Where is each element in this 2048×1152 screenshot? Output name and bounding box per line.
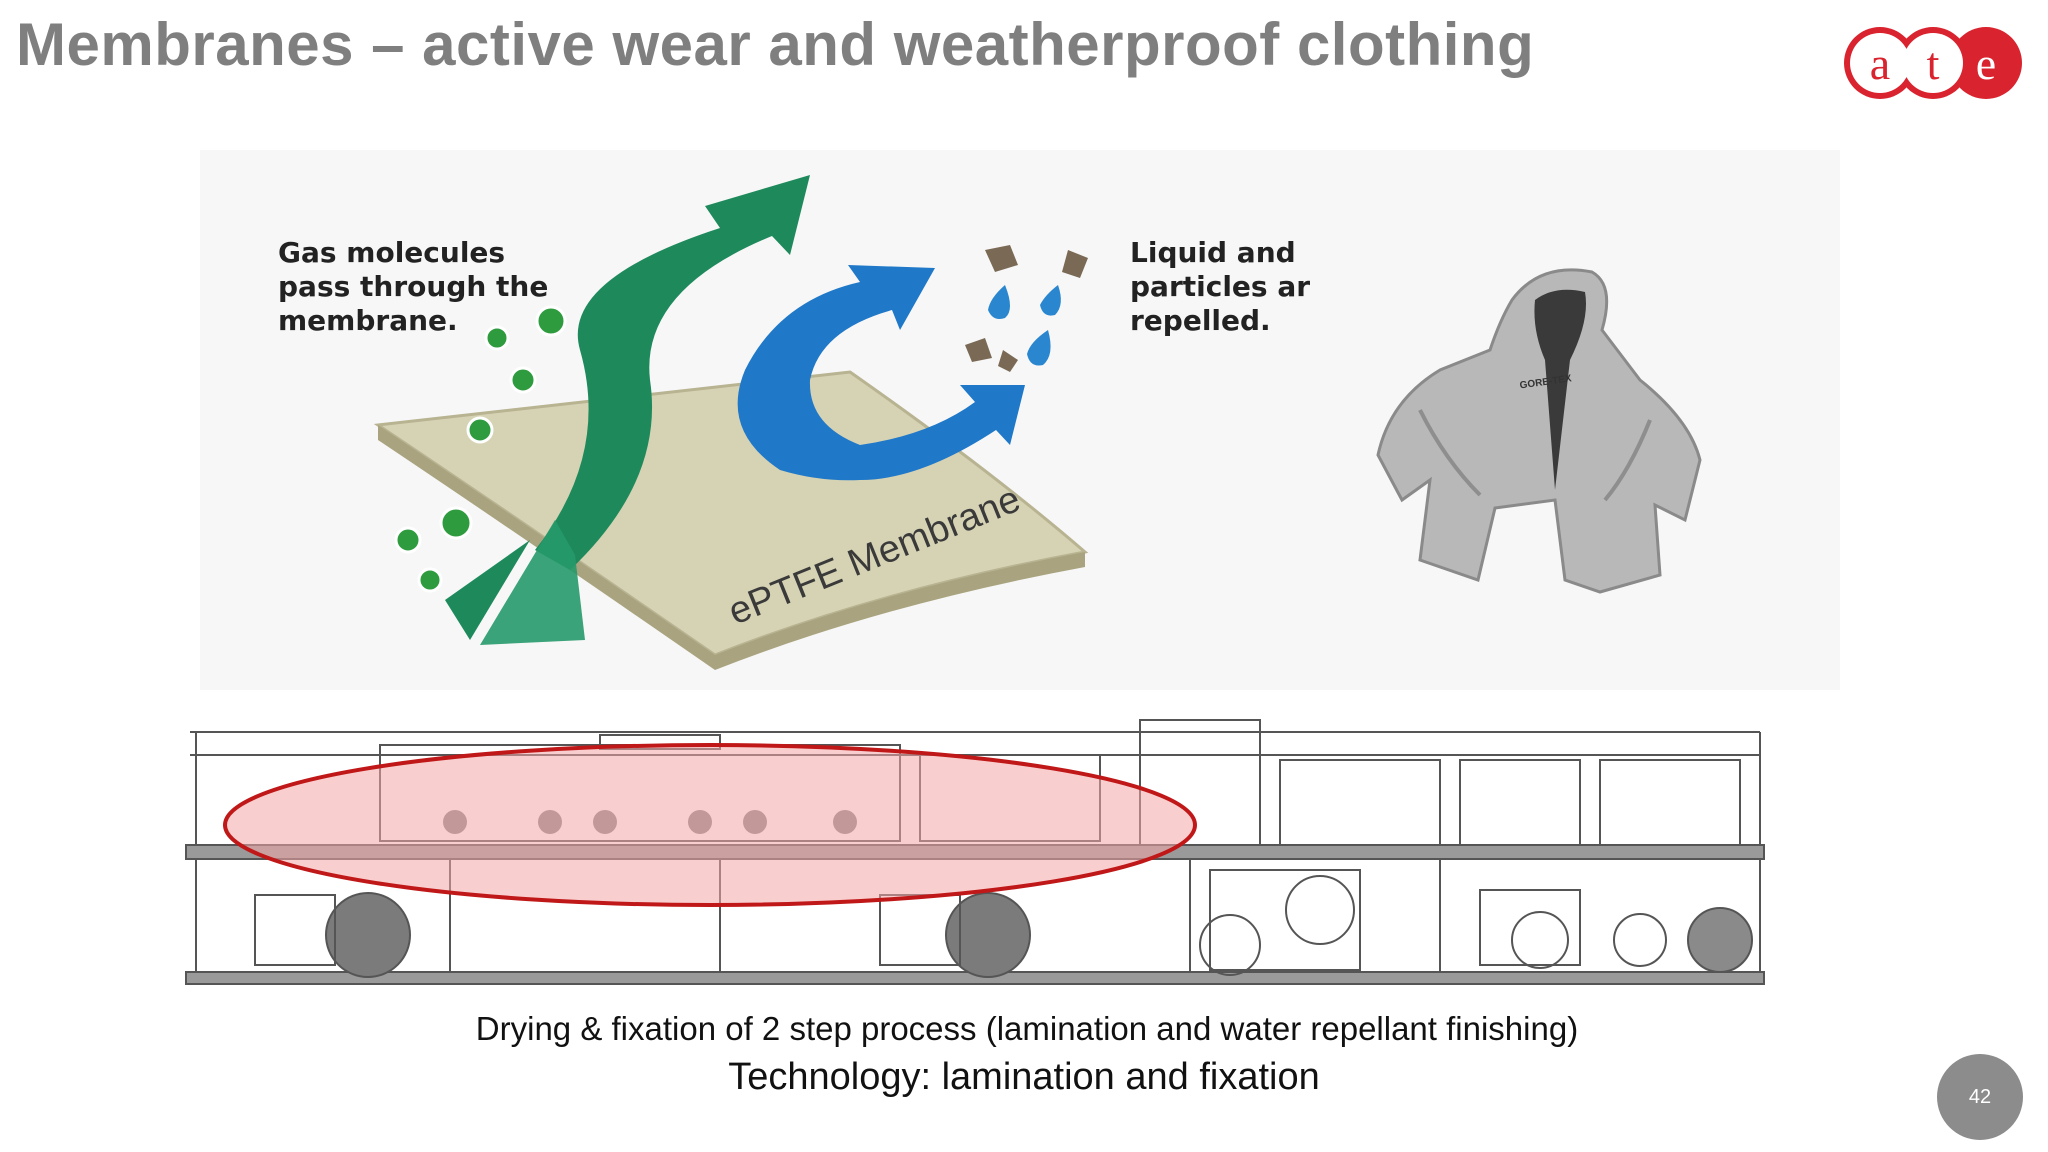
logo-letter-e: e xyxy=(1976,38,1996,89)
goretex-jacket: GORE-TEX xyxy=(1376,268,1702,594)
gas-molecules xyxy=(394,305,567,593)
liquid-label: Liquid and particles ar repelled. xyxy=(1130,236,1320,337)
gas-label-line2: pass through the xyxy=(278,270,548,303)
logo-letter-t: t xyxy=(1927,38,1940,89)
process-caption: Drying & fixation of 2 step process (lam… xyxy=(475,1010,1579,1047)
liquid-label-line2: particles ar xyxy=(1130,270,1310,303)
page-number-badge: 42 xyxy=(1937,1054,2023,1140)
gas-label-line3: membrane. xyxy=(278,304,458,337)
gas-label: Gas molecules pass through the membrane. xyxy=(278,236,558,337)
liquid-particles xyxy=(965,245,1088,372)
drying-zone-highlight xyxy=(223,743,1197,907)
gas-label-line1: Gas molecules xyxy=(278,236,505,269)
ate-logo: a t e xyxy=(1844,27,2022,99)
gas-arrow xyxy=(445,175,810,645)
slide-title: Membranes – active wear and weatherproof… xyxy=(16,11,1535,78)
technology-caption: Technology: lamination and fixation xyxy=(728,1056,1320,1098)
liquid-label-line3: repelled. xyxy=(1130,304,1271,337)
liquid-arrow xyxy=(737,265,1025,481)
logo-letter-a: a xyxy=(1870,38,1890,89)
liquid-label-line1: Liquid and xyxy=(1130,236,1296,269)
